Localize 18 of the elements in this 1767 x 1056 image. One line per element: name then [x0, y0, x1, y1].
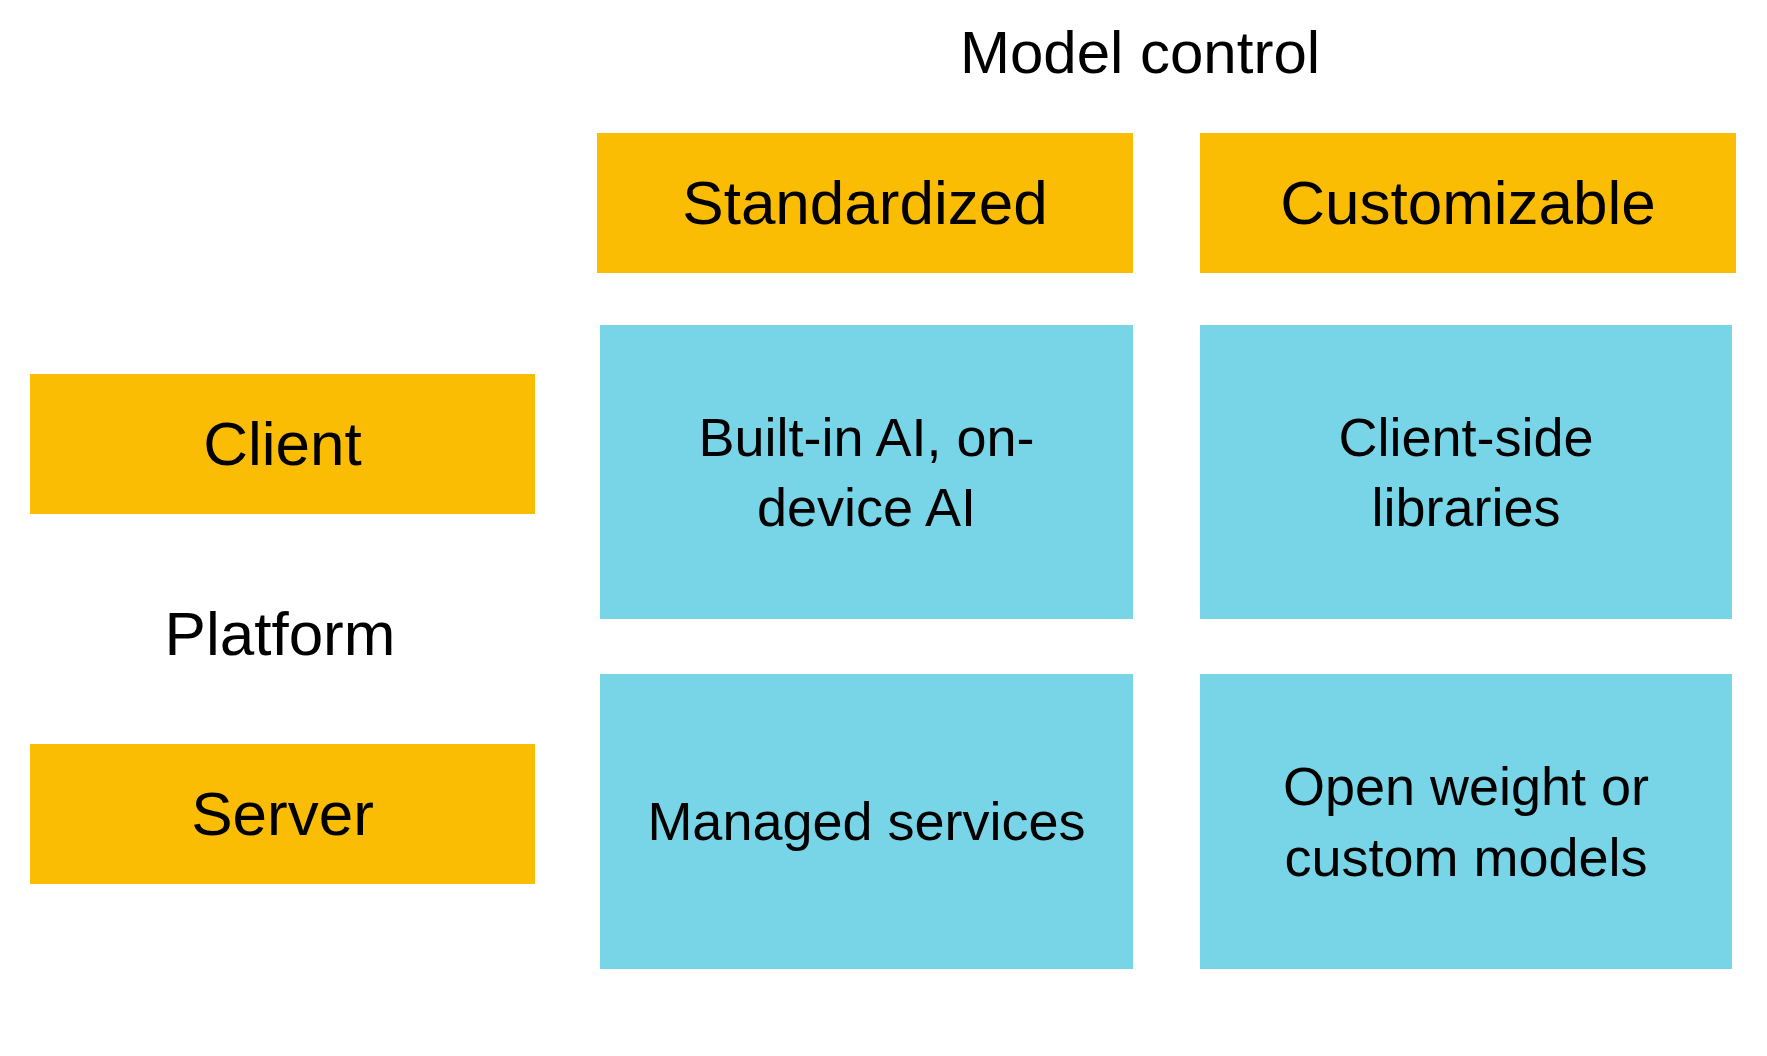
box-text: Client [203, 407, 362, 480]
category-box [1200, 674, 1732, 969]
box-text: Built-in AI, on-device AI [697, 405, 1036, 539]
header-box [597, 133, 1133, 273]
box-text: Managed services [647, 790, 1086, 854]
box-text: Open weight or custom models [1281, 755, 1651, 889]
axis-title: Platform [163, 600, 397, 669]
category-box [600, 674, 1133, 969]
header-box [30, 744, 535, 884]
category-box [1200, 325, 1732, 619]
header-box [1200, 133, 1736, 273]
axis-title: Model control [958, 20, 1322, 86]
box-text: Client-side libraries [1337, 405, 1595, 539]
box-text: Server [191, 777, 374, 850]
box-text: Standardized [682, 166, 1048, 239]
category-box [600, 325, 1133, 619]
header-box [30, 374, 535, 514]
box-text: Customizable [1280, 166, 1656, 239]
